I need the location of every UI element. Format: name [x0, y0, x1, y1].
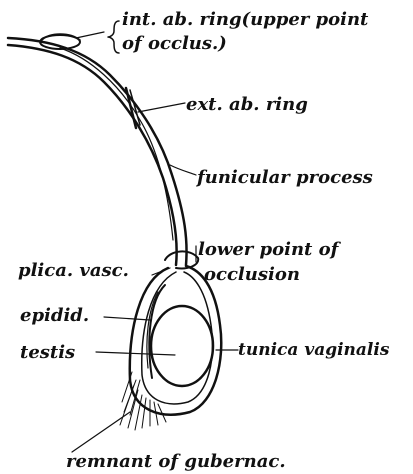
lower-occlusion-structure	[165, 246, 198, 268]
label-ext-ab-ring: ext. ab. ring	[186, 94, 308, 115]
remnant-leader	[72, 412, 130, 452]
label-testis: testis	[20, 342, 75, 363]
plica-leader	[152, 268, 170, 275]
internal-ring-structure	[40, 32, 104, 49]
spermatic-cord	[8, 38, 187, 265]
label-lower-point-line2: occlusion	[204, 264, 300, 285]
external-ring-structure	[126, 88, 185, 128]
label-remnant-of-gubernac: remnant of gubernac.	[66, 451, 286, 472]
epididymis	[147, 285, 165, 378]
funicular-leader	[170, 165, 196, 175]
label-epidid: epidid.	[20, 305, 89, 326]
label-brace	[108, 21, 119, 53]
testis	[151, 306, 213, 386]
epidid-leader	[104, 317, 150, 320]
label-funicular-process: funicular process	[195, 167, 373, 188]
testis-leader	[96, 352, 175, 355]
tunica-vaginalis	[130, 266, 221, 415]
label-int-ab-ring-line2: of occlus.)	[122, 33, 227, 54]
label-tunica-vaginalis: tunica vaginalis	[238, 340, 390, 360]
label-int-ab-ring-line1: int. ab. ring(upper point	[122, 9, 369, 30]
label-plica-vasc: plica. vasc.	[18, 260, 129, 281]
label-lower-point-line1: lower point of	[198, 239, 342, 260]
